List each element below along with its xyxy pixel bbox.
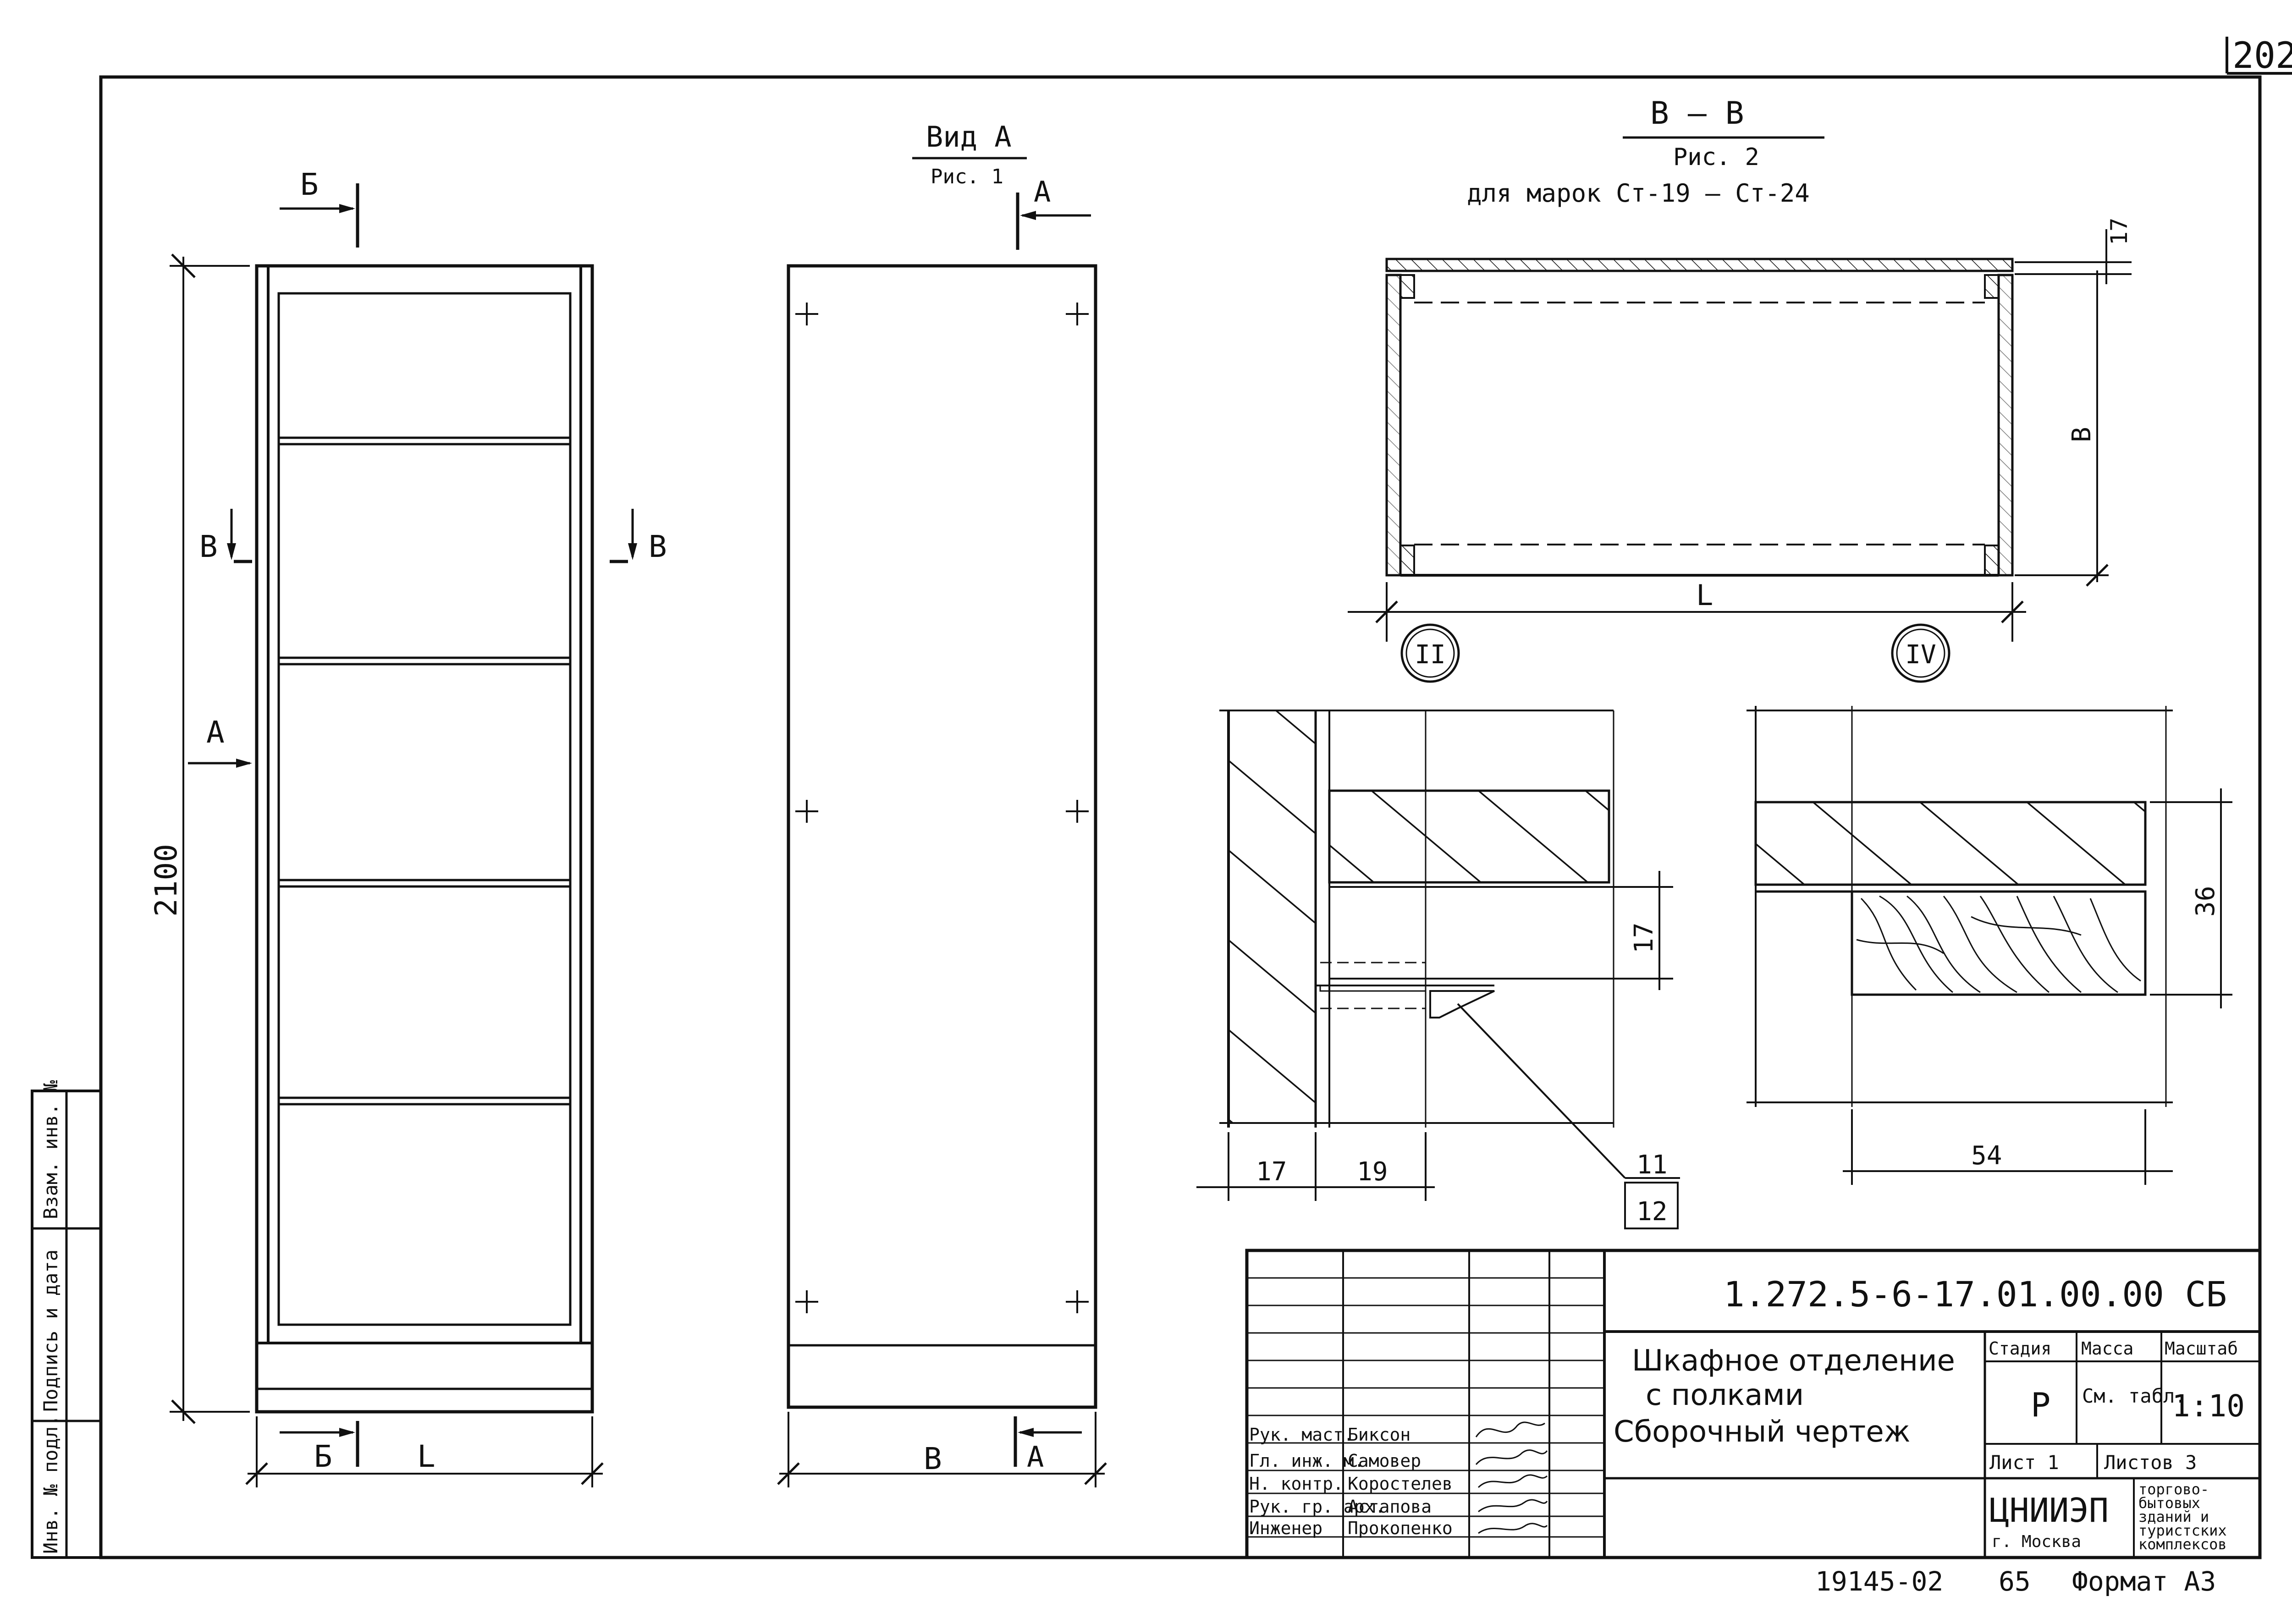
org-desc-2: бытовых <box>2138 1494 2200 1512</box>
side-strip: Взам. инв. № Подпись и дата Инв. № подл. <box>31 1080 102 1559</box>
detail-left: 11 12 17 17 19 <box>1196 710 1680 1229</box>
axis-marker-ii: II <box>1400 623 1460 683</box>
dim-17-vertical-label: 17 <box>1629 923 1659 953</box>
pos-12-label: 12 <box>1636 1197 1667 1227</box>
front-view: Б Б В В А <box>149 167 667 1487</box>
dim-19-bottom-label: 19 <box>1357 1157 1388 1187</box>
dim-54-label: 54 <box>1971 1141 2002 1171</box>
footer-page: 65 <box>1999 1566 2031 1597</box>
title-block: Рук. маст. Биксон Гл. инж. м. Самовер Н.… <box>1245 1249 2262 1559</box>
signer-name-3: Коростелев <box>1348 1474 1453 1494</box>
dim-17-vertical: 17 <box>1609 871 1673 990</box>
signer-role-5: Инженер <box>1249 1518 1322 1538</box>
stage-header: Стадия <box>1989 1338 2051 1359</box>
org-desc-4: туристских <box>2138 1522 2227 1539</box>
signer-name-4: Астапова <box>1348 1497 1432 1517</box>
dim-height-label: 2100 <box>149 844 184 917</box>
document-name-3: Сборочный чертеж <box>1614 1415 1910 1449</box>
view-a-width-label: В <box>924 1441 942 1476</box>
section-vv-subtitle: для марок Ст-19 — Ст-24 <box>1467 179 1810 208</box>
signer-role-2: Гл. инж. м. <box>1249 1451 1365 1471</box>
section-vv-ref: Рис. 2 <box>1673 143 1759 171</box>
signatures <box>1475 1421 1548 1534</box>
document-code: 1.272.5-6-17.01.00.00 СБ <box>1724 1274 2227 1315</box>
shelves <box>277 436 572 1106</box>
dim-width-l: L <box>245 1416 604 1487</box>
view-a-marker-top: А <box>1016 175 1091 250</box>
scale-header: Масштаб <box>2165 1338 2238 1359</box>
view-a-marker-label: А <box>206 715 225 750</box>
section-vv: В — В Рис. 2 для марок Ст-19 — Ст-24 17 … <box>1348 95 2132 683</box>
sheet-number-box: 202 <box>2226 35 2292 77</box>
org-city: г. Москва <box>1992 1532 2081 1551</box>
wood-grain <box>1856 895 2141 993</box>
document-name-1: Шкафное отделение <box>1632 1344 1955 1378</box>
scale-value: 1:10 <box>2172 1388 2245 1424</box>
dim-17-top: 17 <box>2015 218 2132 284</box>
org-desc-3: зданий и <box>2138 1508 2209 1525</box>
side-label-inv-podl: Инв. № подл. <box>39 1415 62 1554</box>
pos-11-label: 11 <box>1636 1150 1667 1180</box>
dim-b-depth-label: В <box>2067 427 2097 442</box>
dim-l-length: L <box>1348 578 2026 642</box>
signer-name-5: Прокопенко <box>1348 1518 1453 1538</box>
dim-b-depth: В <box>2015 270 2109 587</box>
view-a-marker-top-label: А <box>1034 175 1051 209</box>
view-a-marker: А <box>188 715 252 768</box>
dim-17-top-label: 17 <box>2106 218 2132 245</box>
signer-role-1: Рук. маст. <box>1249 1425 1354 1445</box>
signer-name-1: Биксон <box>1348 1425 1410 1445</box>
section-b-bottom-label: Б <box>314 1439 332 1474</box>
org-desc-1: торгово- <box>2138 1481 2209 1498</box>
side-label-vzam-inv: Взам. инв. № <box>39 1080 62 1219</box>
section-b-top-label: Б <box>300 167 319 202</box>
dim-bottom-17-19: 17 19 <box>1196 1132 1435 1201</box>
signer-name-2: Самовер <box>1348 1451 1421 1471</box>
mass-header: Масса <box>2081 1338 2133 1359</box>
dim-width-b: В <box>777 1412 1107 1487</box>
dim-54: 54 <box>1843 1109 2173 1185</box>
sheet-frame <box>99 75 2262 1559</box>
footer-inv-number: 19145-02 <box>1815 1566 1943 1597</box>
signer-role-3: Н. контр. <box>1249 1474 1344 1494</box>
view-a: Вид А Рис. 1 А А <box>777 120 1107 1487</box>
axis-iv-label: IV <box>1905 640 1936 670</box>
dim-l-length-label: L <box>1696 578 1713 612</box>
axis-marker-iv: IV <box>1891 623 1950 683</box>
section-v-left-label: В <box>199 529 218 564</box>
sheet-label: Лист 1 <box>1989 1451 2059 1474</box>
sheet-number: 202 <box>2232 35 2292 77</box>
side-label-podpis-data: Подпись и дата <box>39 1250 62 1412</box>
section-mark-v-left: В <box>199 509 252 564</box>
mass-value: См. табл. <box>2082 1385 2187 1407</box>
section-mark-b-bottom: Б <box>280 1421 359 1474</box>
section-mark-b-top: Б <box>280 167 359 248</box>
view-a-marker-bottom: А <box>1014 1416 1082 1474</box>
view-a-ref: Рис. 1 <box>931 165 1003 188</box>
detail-right: 36 54 <box>1747 706 2232 1185</box>
signer-role-4: Рук. гр. арх. <box>1249 1497 1385 1517</box>
org-name: ЦНИИЭП <box>1989 1491 2109 1530</box>
document-name-2: с полками <box>1646 1378 1804 1412</box>
dim-36-label: 36 <box>2191 886 2220 917</box>
dim-height-2100: 2100 <box>149 253 250 1424</box>
dim-36: 36 <box>2150 788 2232 1008</box>
section-mark-v-right: В <box>610 509 667 564</box>
stage-value: Р <box>2031 1386 2050 1424</box>
axis-ii-label: II <box>1415 640 1445 670</box>
footer-format: Формат А3 <box>2072 1566 2216 1597</box>
view-a-title: Вид А <box>926 120 1012 154</box>
org-desc-5: комплексов <box>2138 1536 2227 1553</box>
section-vv-title: В — В <box>1650 95 1744 132</box>
dim-width-label: L <box>417 1439 435 1474</box>
view-a-marker-bottom-label: А <box>1027 1440 1044 1474</box>
footer: 19145-02 65 Формат А3 <box>1815 1566 2216 1597</box>
section-v-right-label: В <box>649 529 667 564</box>
dim-17-bottom-label: 17 <box>1256 1157 1287 1187</box>
fastener-marks <box>795 303 1089 1313</box>
sheets-label: Листов 3 <box>2104 1451 2197 1474</box>
